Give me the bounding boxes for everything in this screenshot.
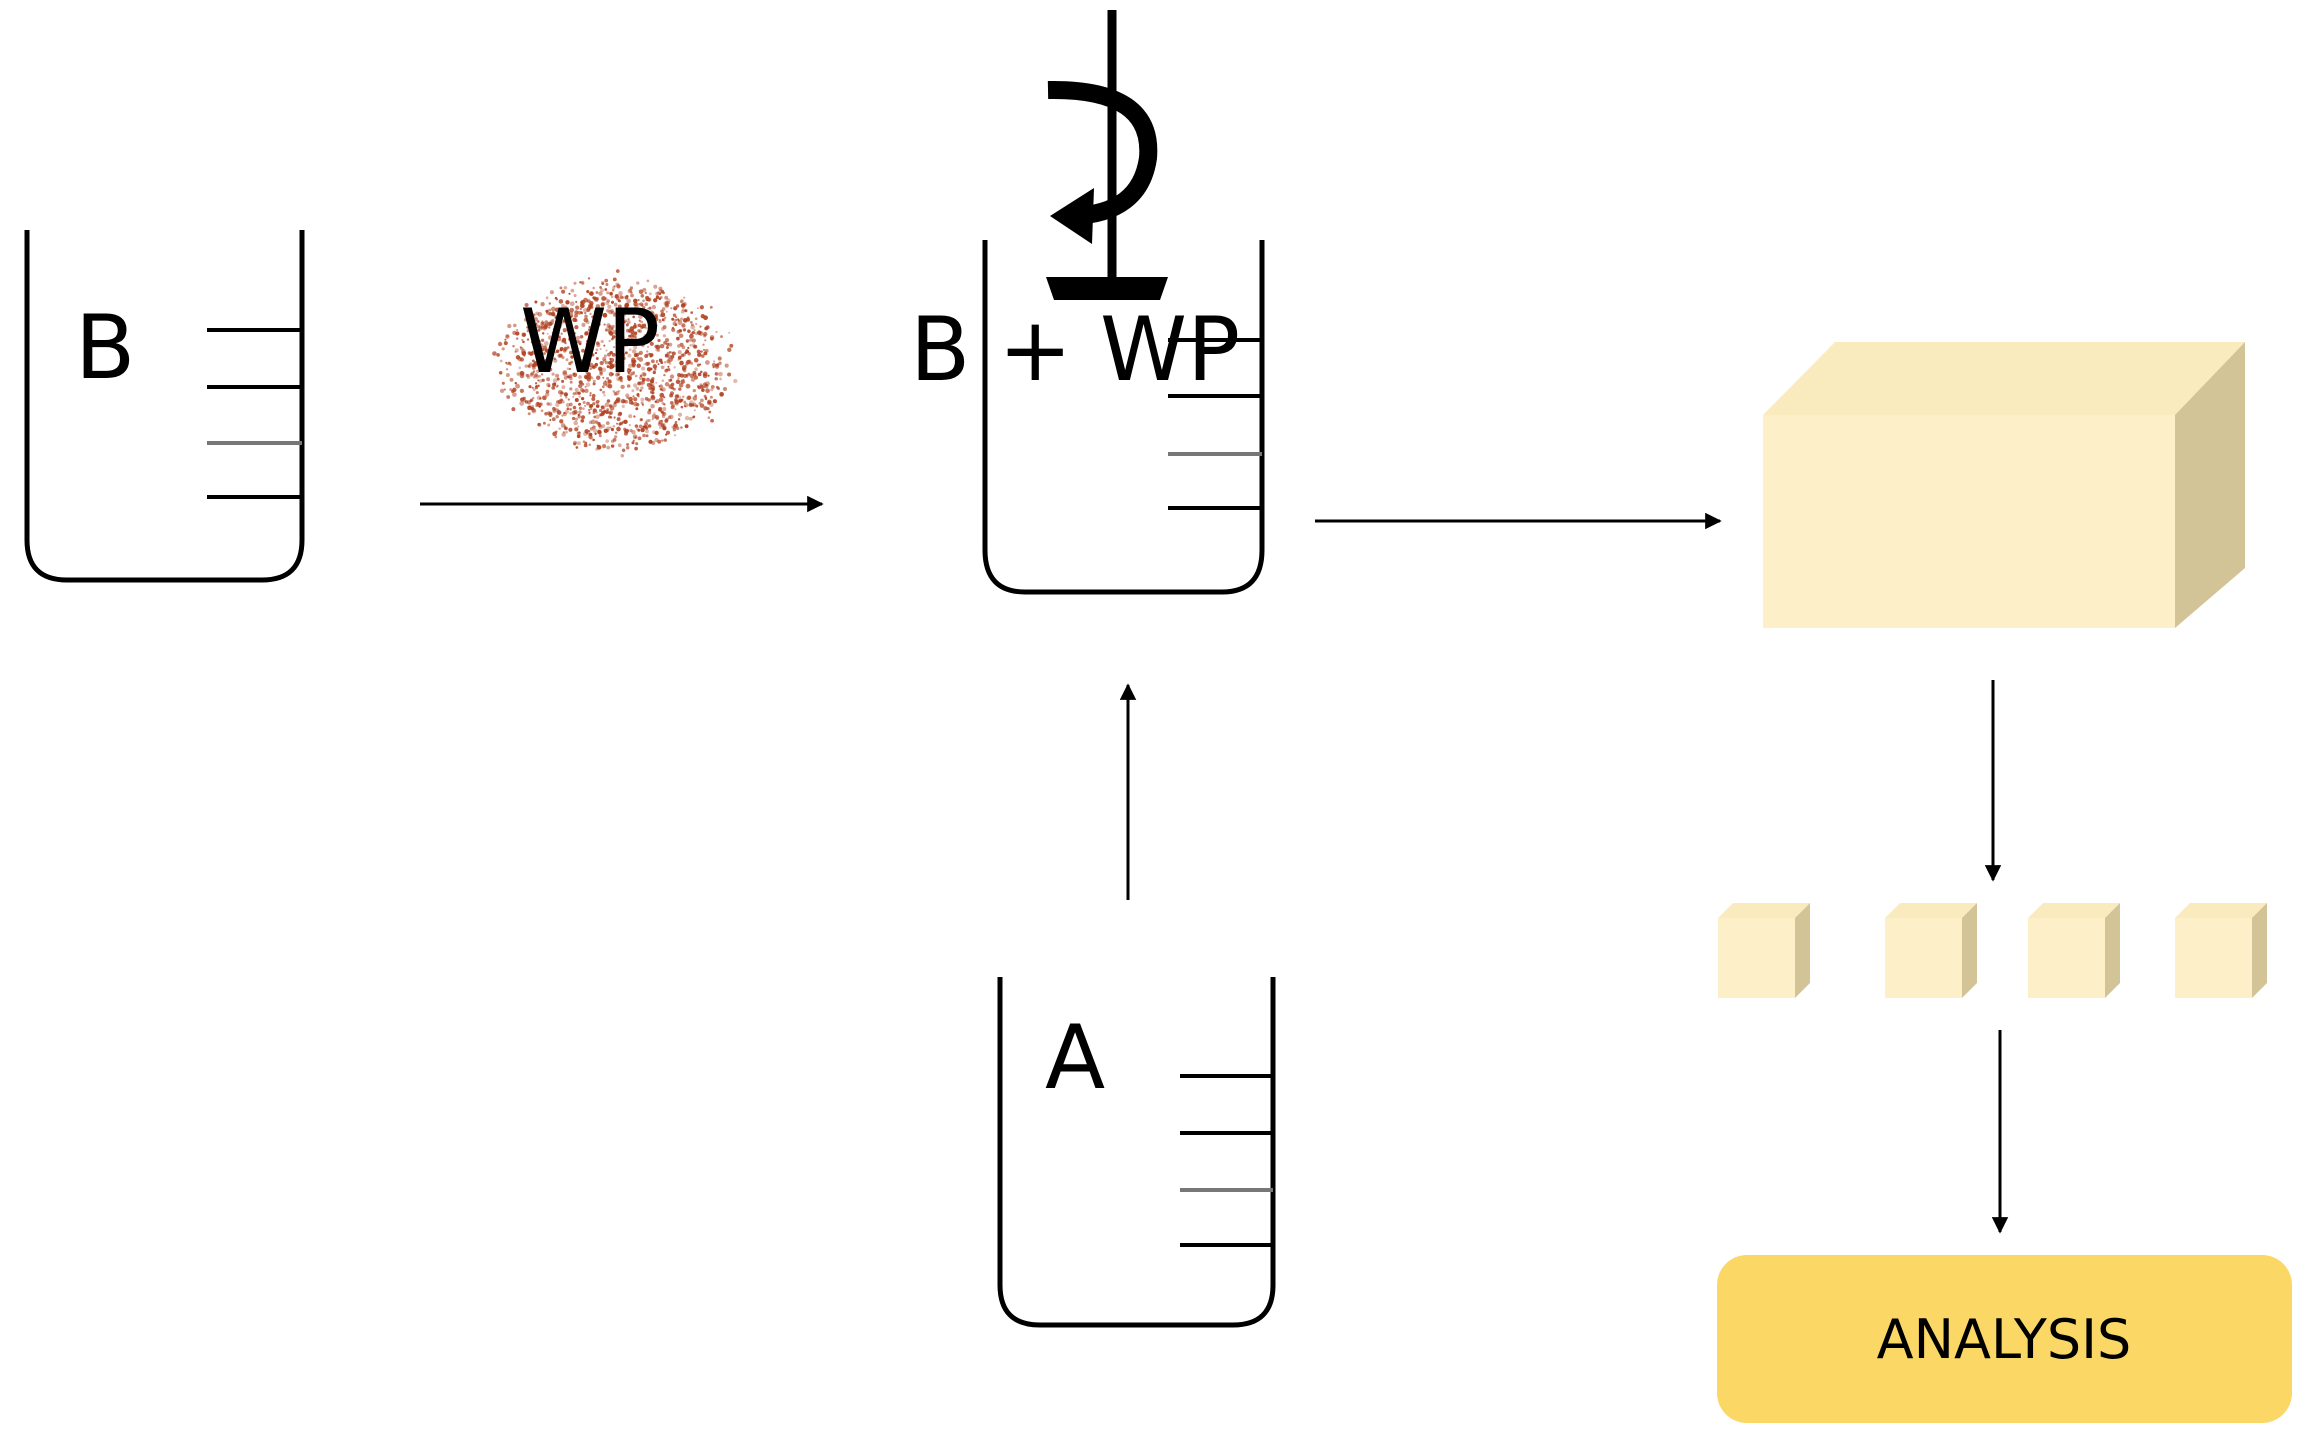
mixing-beaker-graduations xyxy=(1168,338,1262,510)
beaker-b-graduations xyxy=(207,328,302,499)
sample-cube xyxy=(1718,903,1810,998)
sample-cube xyxy=(2028,903,2120,998)
beaker-a: A xyxy=(997,977,1276,1328)
beaker-a-outline xyxy=(997,977,1276,1328)
beaker-a-graduations xyxy=(1180,1074,1273,1247)
beaker-b-outline xyxy=(24,230,305,583)
sample-block-front xyxy=(1763,415,2175,628)
powder-wp-label: WP xyxy=(520,290,660,393)
powder-pile-icon xyxy=(492,269,738,458)
mixing-beaker: B + WP xyxy=(910,10,1265,595)
beaker-b-label: B xyxy=(75,296,135,399)
sample-cubes xyxy=(1718,903,2267,998)
sample-cube xyxy=(1885,903,1977,998)
analysis-box: ANALYSIS xyxy=(1717,1255,2292,1423)
sample-block xyxy=(1763,342,2245,628)
mixing-beaker-outline xyxy=(982,240,1265,595)
sample-block-top xyxy=(1763,342,2245,415)
analysis-box-background xyxy=(1717,1255,2292,1423)
beaker-a-label: A xyxy=(1045,1006,1105,1109)
sample-block-side xyxy=(2175,342,2245,628)
powder-wp: WP xyxy=(492,269,738,458)
analysis-label: ANALYSIS xyxy=(1877,1308,2132,1371)
sample-cube xyxy=(2175,903,2267,998)
beaker-b: B xyxy=(24,230,305,583)
overhead-stirrer-icon xyxy=(1046,10,1168,300)
mixing-beaker-label: B + WP xyxy=(910,298,1240,401)
